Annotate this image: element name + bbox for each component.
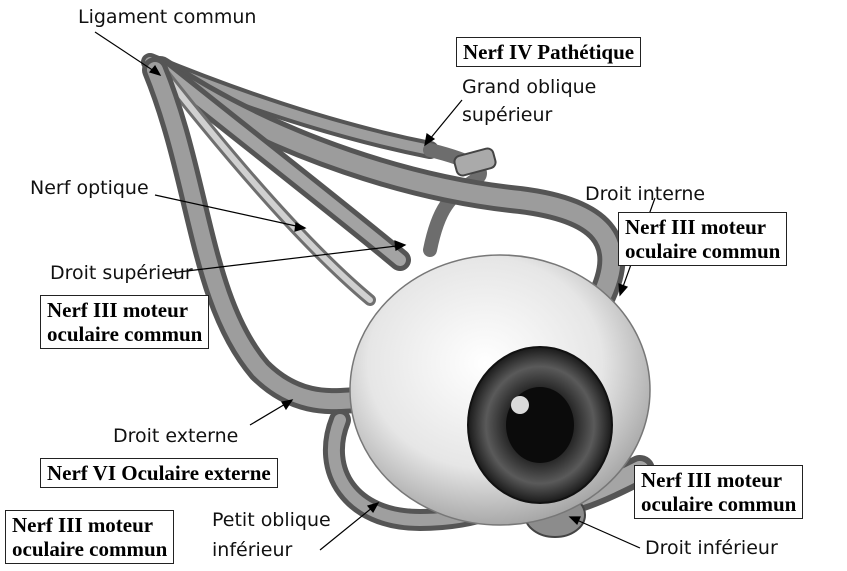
label-droit-interne: Droit interne	[585, 183, 705, 205]
label-ligament-commun: Ligament commun	[78, 6, 256, 28]
label-grand-oblique-line1: Grand oblique	[462, 76, 596, 98]
label-droit-inferieur: Droit inférieur	[645, 537, 778, 559]
label-nerf-optique: Nerf optique	[30, 177, 149, 199]
pointer-droit-inferieur	[570, 517, 640, 548]
nerve-box-pathetique: Nerf IV Pathétique	[456, 37, 641, 67]
nerve-box-line2: oculaire commun	[12, 537, 167, 561]
nerve-box-moteur-interne: Nerf III moteur oculaire commun	[618, 212, 787, 266]
nerve-box-line2: oculaire commun	[641, 492, 796, 516]
nerve-box-pathetique-text: Nerf IV Pathétique	[463, 40, 634, 64]
nerve-box-oculaire-externe-text: Nerf VI Oculaire externe	[47, 461, 271, 485]
pupil-highlight	[511, 396, 529, 414]
label-grand-oblique-line2: supérieur	[462, 104, 552, 126]
nerve-box-moteur-inferieur: Nerf III moteur oculaire commun	[634, 465, 803, 519]
label-petit-oblique-line2: inférieur	[212, 539, 292, 561]
nerve-box-oculaire-externe: Nerf VI Oculaire externe	[40, 458, 278, 488]
nerve-box-moteur-superieur: Nerf III moteur oculaire commun	[40, 295, 209, 349]
nerve-box-line2: oculaire commun	[47, 322, 202, 346]
nerve-box-line1: Nerf III moteur	[641, 468, 796, 492]
label-droit-superieur: Droit supérieur	[50, 262, 193, 284]
nerve-box-line1: Nerf III moteur	[47, 298, 202, 322]
label-petit-oblique-line1: Petit oblique	[212, 509, 331, 531]
nerve-box-moteur-petit-oblique: Nerf III moteur oculaire commun	[5, 510, 174, 564]
label-droit-externe: Droit externe	[113, 425, 238, 447]
nerve-box-line1: Nerf III moteur	[12, 513, 167, 537]
nerve-box-line1: Nerf III moteur	[625, 215, 780, 239]
arrowhead-droit-interne	[619, 284, 627, 295]
nerve-box-line2: oculaire commun	[625, 239, 780, 263]
